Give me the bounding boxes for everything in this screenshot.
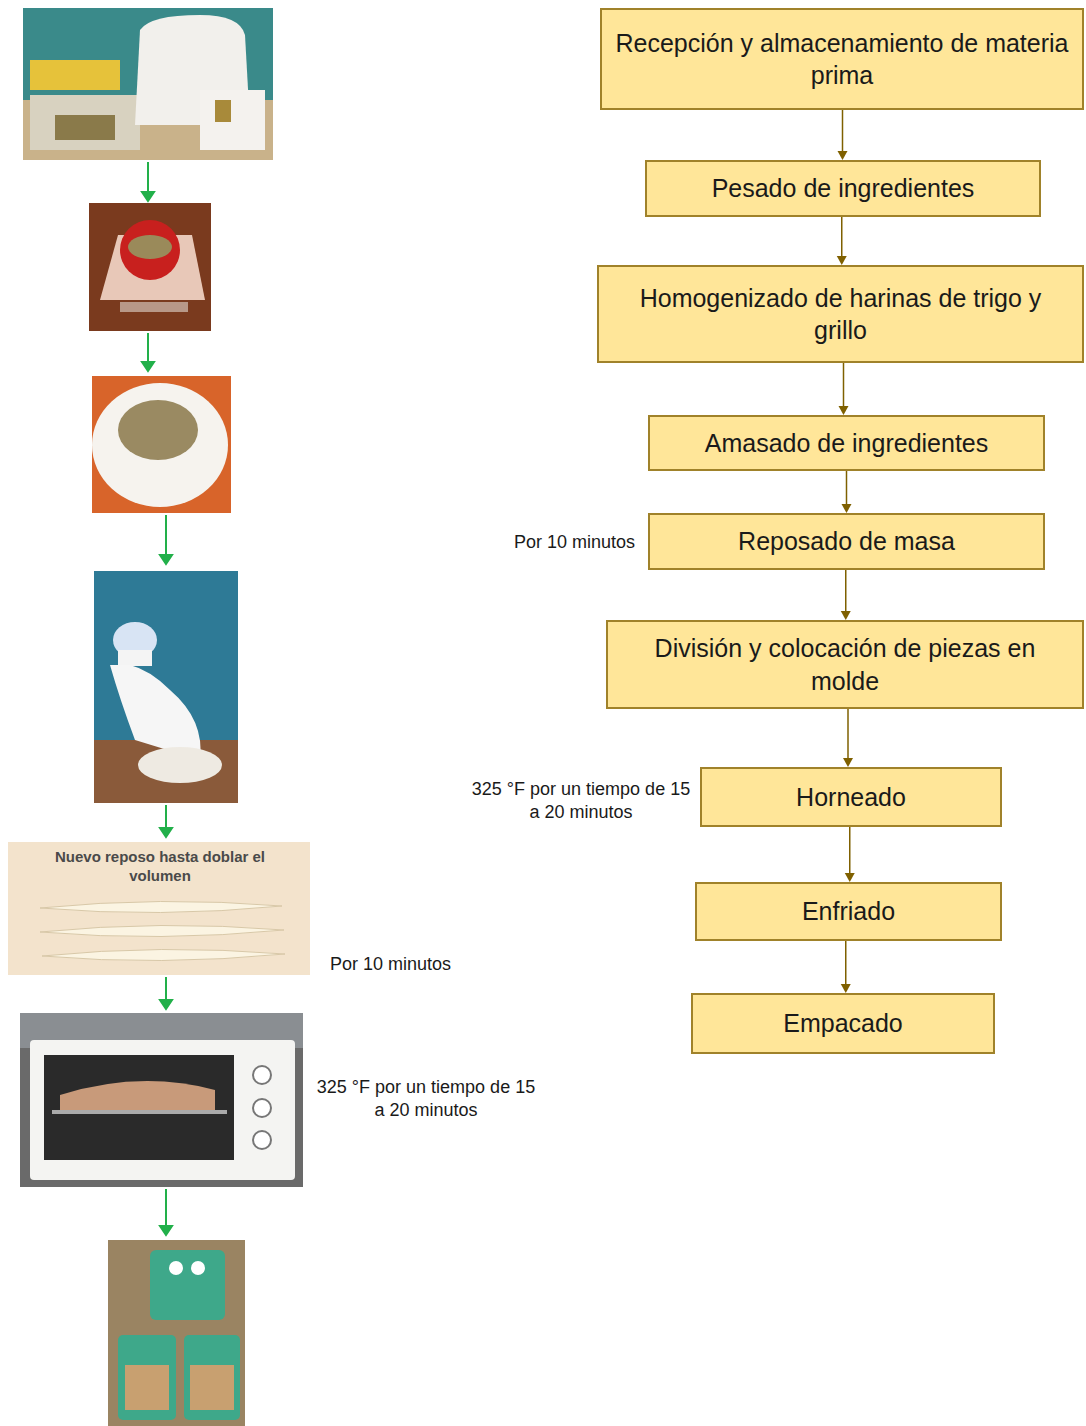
process-label: Reposado de masa [738, 525, 955, 558]
flow-arrow [841, 941, 851, 993]
scale-photo [89, 203, 211, 331]
packaging-photo [108, 1240, 245, 1426]
flow-arrow [843, 709, 853, 767]
process-box: Homogenizado de harinas de trigo y grill… [597, 265, 1084, 363]
process-label: Empacado [783, 1007, 903, 1040]
raw-material-photo [23, 8, 273, 160]
photo-caption: Nuevo reposo hasta doblar el volumen [40, 848, 280, 886]
oven-photo [20, 1013, 303, 1187]
kneading-photo [94, 571, 238, 803]
process-label: Enfriado [802, 895, 895, 928]
note-label: 325 °F por un tiempo de 15 a 20 minutos [312, 1076, 540, 1121]
process-box: Pesado de ingredientes [645, 160, 1041, 217]
process-label: Horneado [796, 781, 906, 814]
note-label: Por 10 minutos [470, 531, 635, 554]
flow-arrow [838, 110, 848, 160]
photo-arrows [142, 162, 172, 1235]
flour-photo [92, 376, 231, 513]
process-box: Amasado de ingredientes [648, 415, 1045, 471]
note-label: Por 10 minutos [330, 953, 490, 976]
process-box: Reposado de masa [648, 513, 1045, 570]
process-label: Pesado de ingredientes [712, 172, 975, 205]
process-box: Recepción y almacenamiento de materia pr… [600, 8, 1084, 110]
note-label: 325 °F por un tiempo de 15 a 20 minutos [470, 778, 692, 823]
flow-arrow [841, 570, 851, 620]
dough-photo [8, 842, 310, 975]
process-box: División y colocación de piezas en molde [606, 620, 1084, 709]
process-box: Enfriado [695, 882, 1002, 941]
flow-arrow [842, 471, 852, 513]
process-box: Horneado [700, 767, 1002, 827]
flow-arrow [839, 363, 849, 415]
process-label: División y colocación de piezas en molde [620, 632, 1070, 697]
flow-arrow [845, 827, 855, 882]
process-label: Recepción y almacenamiento de materia pr… [614, 27, 1070, 92]
process-label: Homogenizado de harinas de trigo y grill… [611, 282, 1070, 347]
process-label: Amasado de ingredientes [705, 427, 989, 460]
process-box: Empacado [691, 993, 995, 1054]
flow-arrow [837, 217, 847, 265]
